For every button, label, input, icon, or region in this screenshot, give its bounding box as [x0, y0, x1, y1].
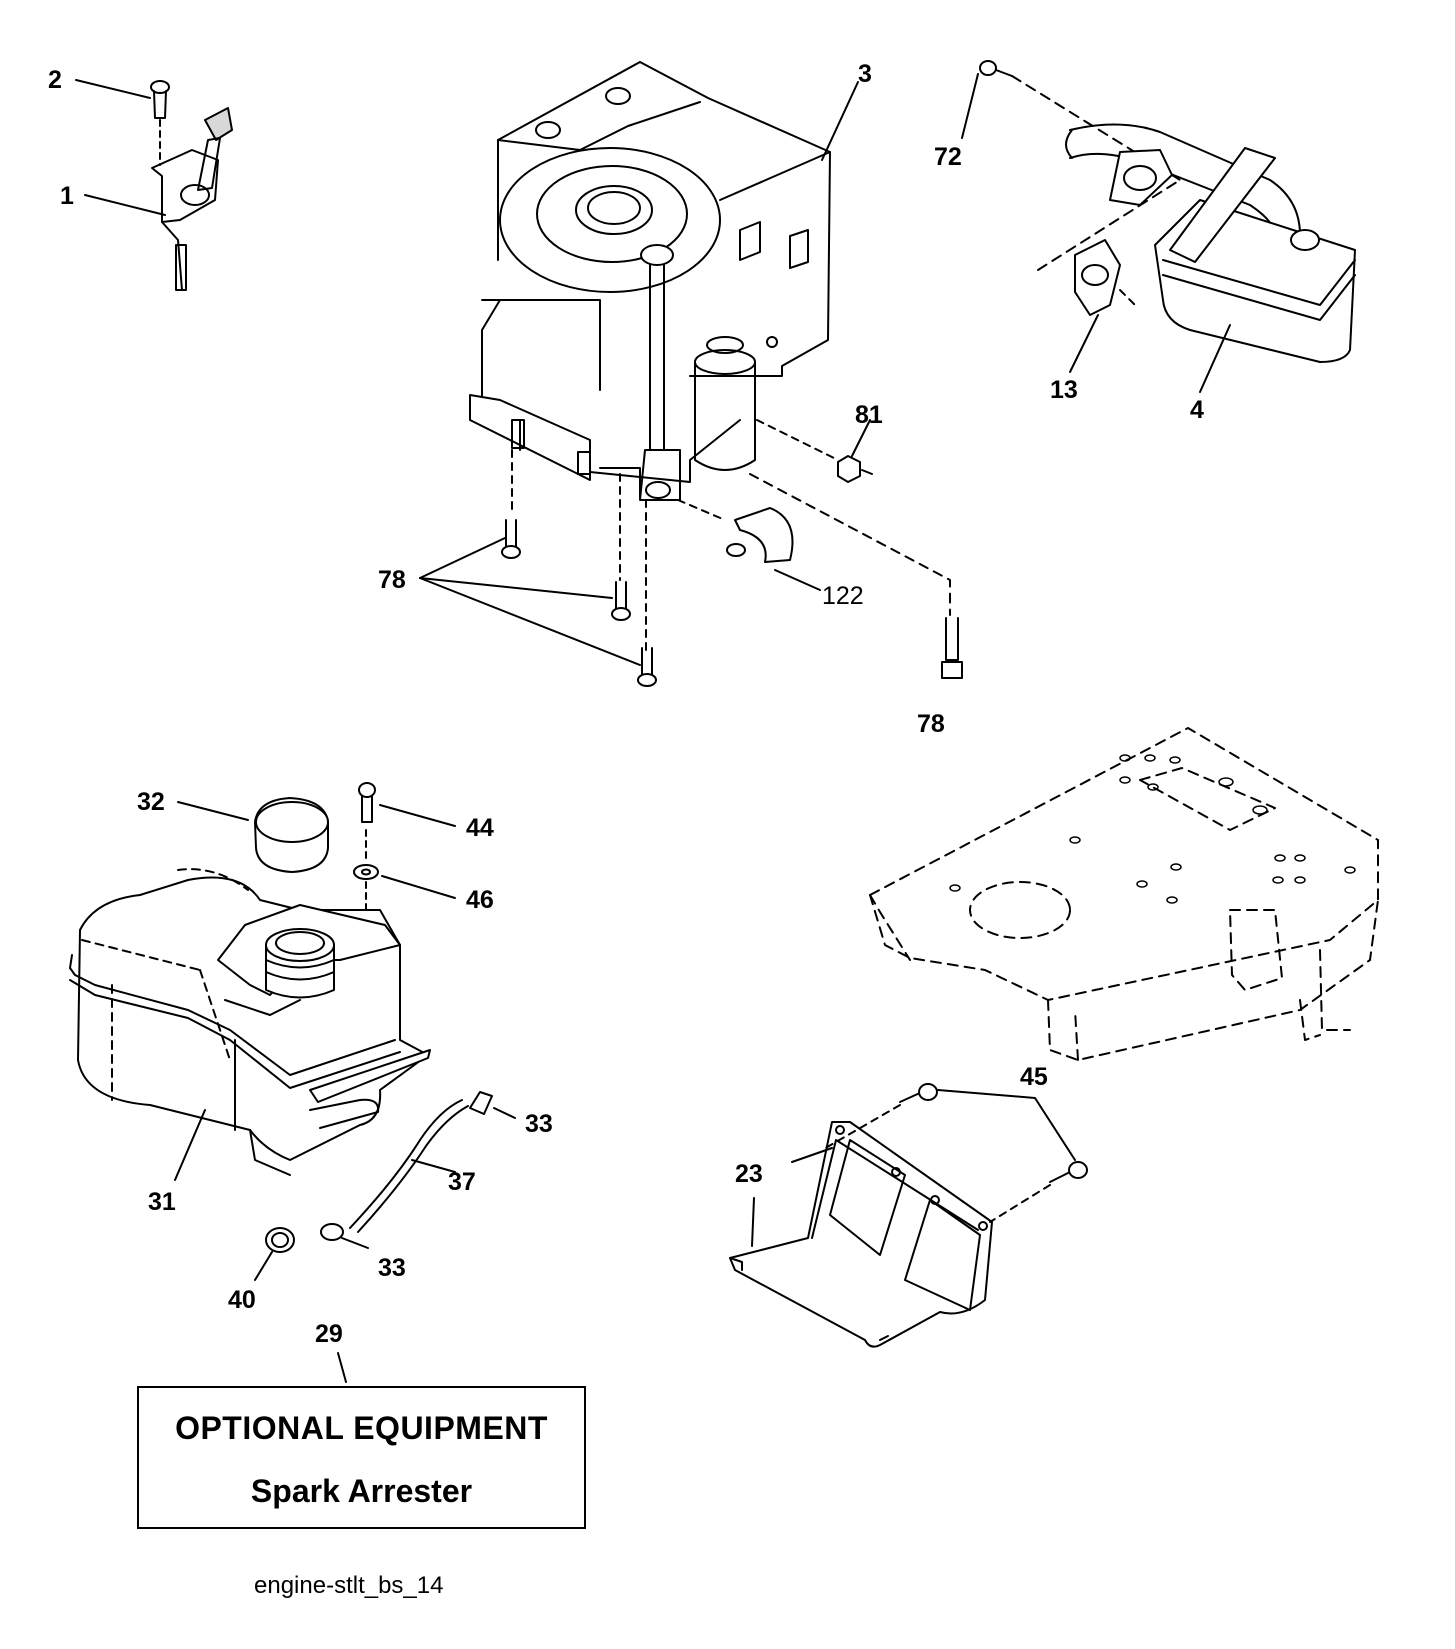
- heat-shield-part: [730, 1084, 1087, 1347]
- note-subtitle: Spark Arrester: [250, 1473, 473, 1509]
- note-title: OPTIONAL EQUIPMENT: [175, 1410, 548, 1446]
- optional-equipment-note: OPTIONAL EQUIPMENT Spark Arrester: [137, 1386, 586, 1529]
- callout-part-29: 29: [315, 1320, 343, 1348]
- muffler-part: [76, 61, 1355, 392]
- callout-part-1: 1: [60, 182, 74, 210]
- callout-part-46: 46: [466, 886, 494, 914]
- callout-part-13: 13: [1050, 376, 1078, 404]
- callout-part-32: 32: [137, 788, 165, 816]
- frame-plate-holes: [950, 755, 1355, 903]
- callout-part-78-left: 78: [378, 566, 406, 594]
- callout-part-40: 40: [228, 1286, 256, 1314]
- callout-part-33-lower: 33: [378, 1254, 406, 1282]
- engine-mount-bolts: [420, 474, 962, 686]
- callout-part-72: 72: [934, 143, 962, 171]
- callout-part-81: 81: [855, 401, 883, 429]
- callout-part-23: 23: [735, 1160, 763, 1188]
- fuel-line-parts: [255, 1092, 515, 1382]
- callout-part-3: 3: [858, 60, 872, 88]
- callout-part-78-right: 78: [917, 710, 945, 738]
- callout-part-33-upper: 33: [525, 1110, 553, 1138]
- callout-part-45: 45: [1020, 1063, 1048, 1091]
- nut-part: [757, 420, 872, 482]
- fuel-tank-part: [70, 783, 455, 1180]
- throttle-control-part: [151, 81, 232, 290]
- callout-part-44: 44: [466, 814, 494, 842]
- engine-part: [470, 62, 830, 650]
- callout-part-122: 122: [822, 582, 864, 610]
- callout-part-31: 31: [148, 1188, 176, 1216]
- chute-deflector-part: [678, 500, 820, 590]
- frame-plate-reference: [870, 728, 1378, 1060]
- diagram-code: engine-stlt_bs_14: [254, 1572, 444, 1599]
- callout-part-37: 37: [448, 1168, 476, 1196]
- callout-part-4: 4: [1190, 396, 1204, 424]
- callout-part-2: 2: [48, 66, 62, 94]
